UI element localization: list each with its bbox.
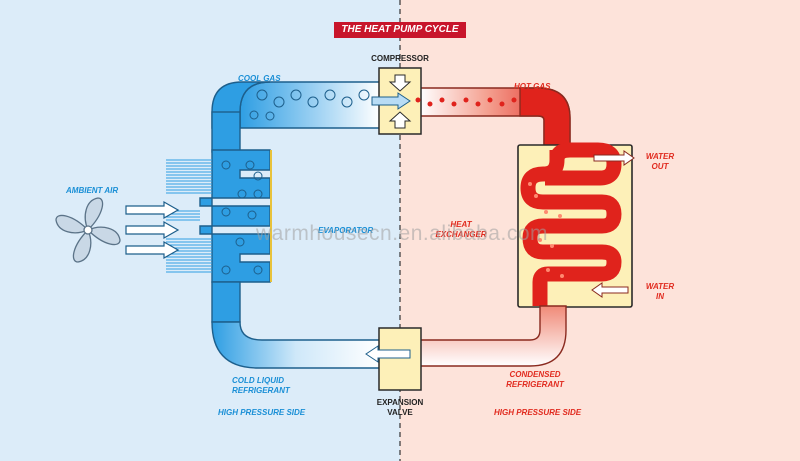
label-high-pressure-side-right: HIGH PRESSURE SIDE xyxy=(494,408,582,417)
label-expansion-valve: EXPANSION VALVE xyxy=(376,398,424,417)
label-water-in: WATER IN xyxy=(645,282,675,301)
heat-exchanger-coil xyxy=(520,150,622,306)
label-water-out: WATER OUT xyxy=(645,152,675,171)
label-cold-liquid-refrigerant: COLD LIQUID REFRIGERANT xyxy=(232,376,290,395)
hot-gas-dots xyxy=(415,97,564,278)
cold-gas-bubbles xyxy=(221,89,370,275)
diagram-title: THE HEAT PUMP CYCLE xyxy=(334,22,466,38)
label-condensed-refrigerant: CONDENSED REFRIGERANT xyxy=(506,370,564,389)
heat-exchanger-coil-top xyxy=(545,142,622,186)
watermark: warmhousecn.en.alibaba.com xyxy=(256,222,548,245)
label-compressor: COMPRESSOR xyxy=(371,54,429,63)
up-down-arrows-icon xyxy=(388,74,412,92)
cold-pipe xyxy=(199,81,381,369)
label-high-pressure-side-left: HIGH PRESSURE SIDE xyxy=(218,408,306,417)
expansion-flow-arrow-icon xyxy=(365,345,411,363)
evaporator-fins xyxy=(166,159,212,273)
fan-icon xyxy=(55,197,121,263)
water-arrows xyxy=(591,150,635,298)
compressor xyxy=(371,67,422,135)
label-ambient-air: AMBIENT AIR xyxy=(66,186,119,195)
expansion-valve xyxy=(378,327,422,391)
label-heat-exchanger: HEAT EXCHANGER xyxy=(435,220,487,239)
label-evaporator: EVAPORATOR xyxy=(318,226,374,235)
return-pipe xyxy=(419,305,567,367)
label-cool-gas: COOL GAS xyxy=(238,74,281,83)
label-hot-gas: HOT GAS xyxy=(514,82,551,91)
ambient-air-arrows xyxy=(125,200,180,260)
hot-pipe xyxy=(419,87,571,151)
